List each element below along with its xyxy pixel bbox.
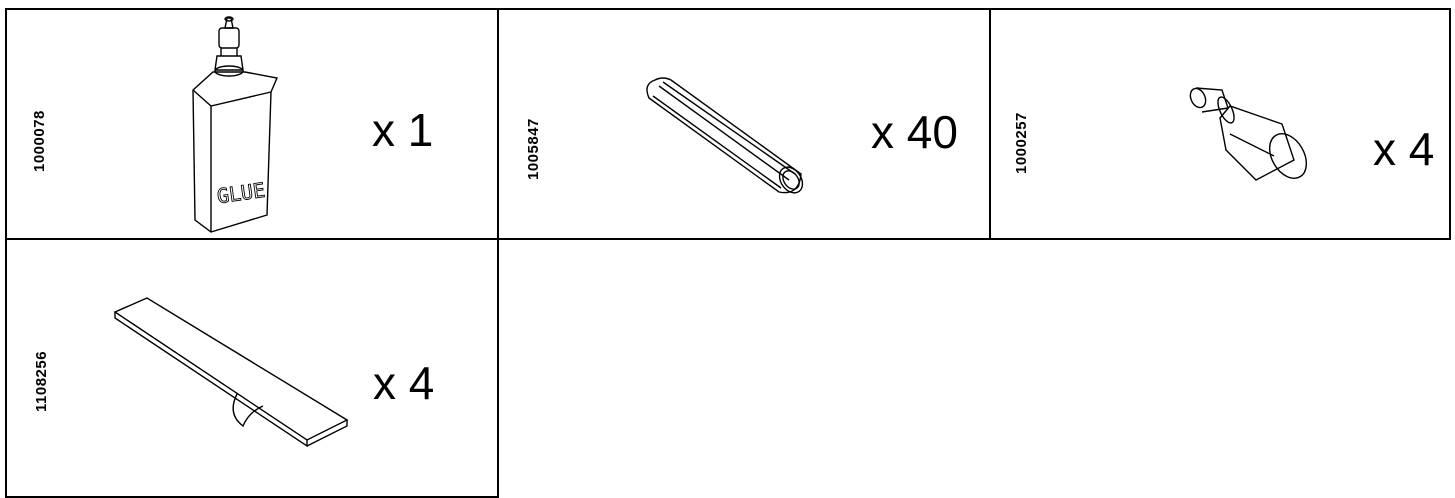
part-code: 1108256 — [33, 350, 50, 412]
part-quantity: x 40 — [871, 106, 958, 158]
part-cell-glue: 1000078 GLUE x 1 — [5, 8, 499, 240]
part-quantity: x 1 — [372, 104, 434, 156]
glue-label: GLUE — [215, 178, 266, 208]
part-quantity: x 4 — [373, 357, 435, 409]
part-code: 1000078 — [31, 110, 48, 172]
part-cell-shelf-pin: 1000257 x 4 — [989, 8, 1451, 240]
part-code: 1000257 — [1013, 112, 1030, 174]
part-cell-adhesive-strip: 1108256 x 4 — [5, 238, 499, 498]
part-cell-dowel: 1005847 x 40 — [497, 8, 991, 240]
glue-bottle-icon: GLUE — [167, 10, 287, 240]
adhesive-strip-icon — [107, 294, 357, 444]
part-code: 1005847 — [525, 118, 542, 180]
part-quantity: x 4 — [1373, 123, 1435, 175]
wooden-dowel-icon — [639, 74, 819, 194]
shelf-pin-icon — [1186, 80, 1316, 190]
